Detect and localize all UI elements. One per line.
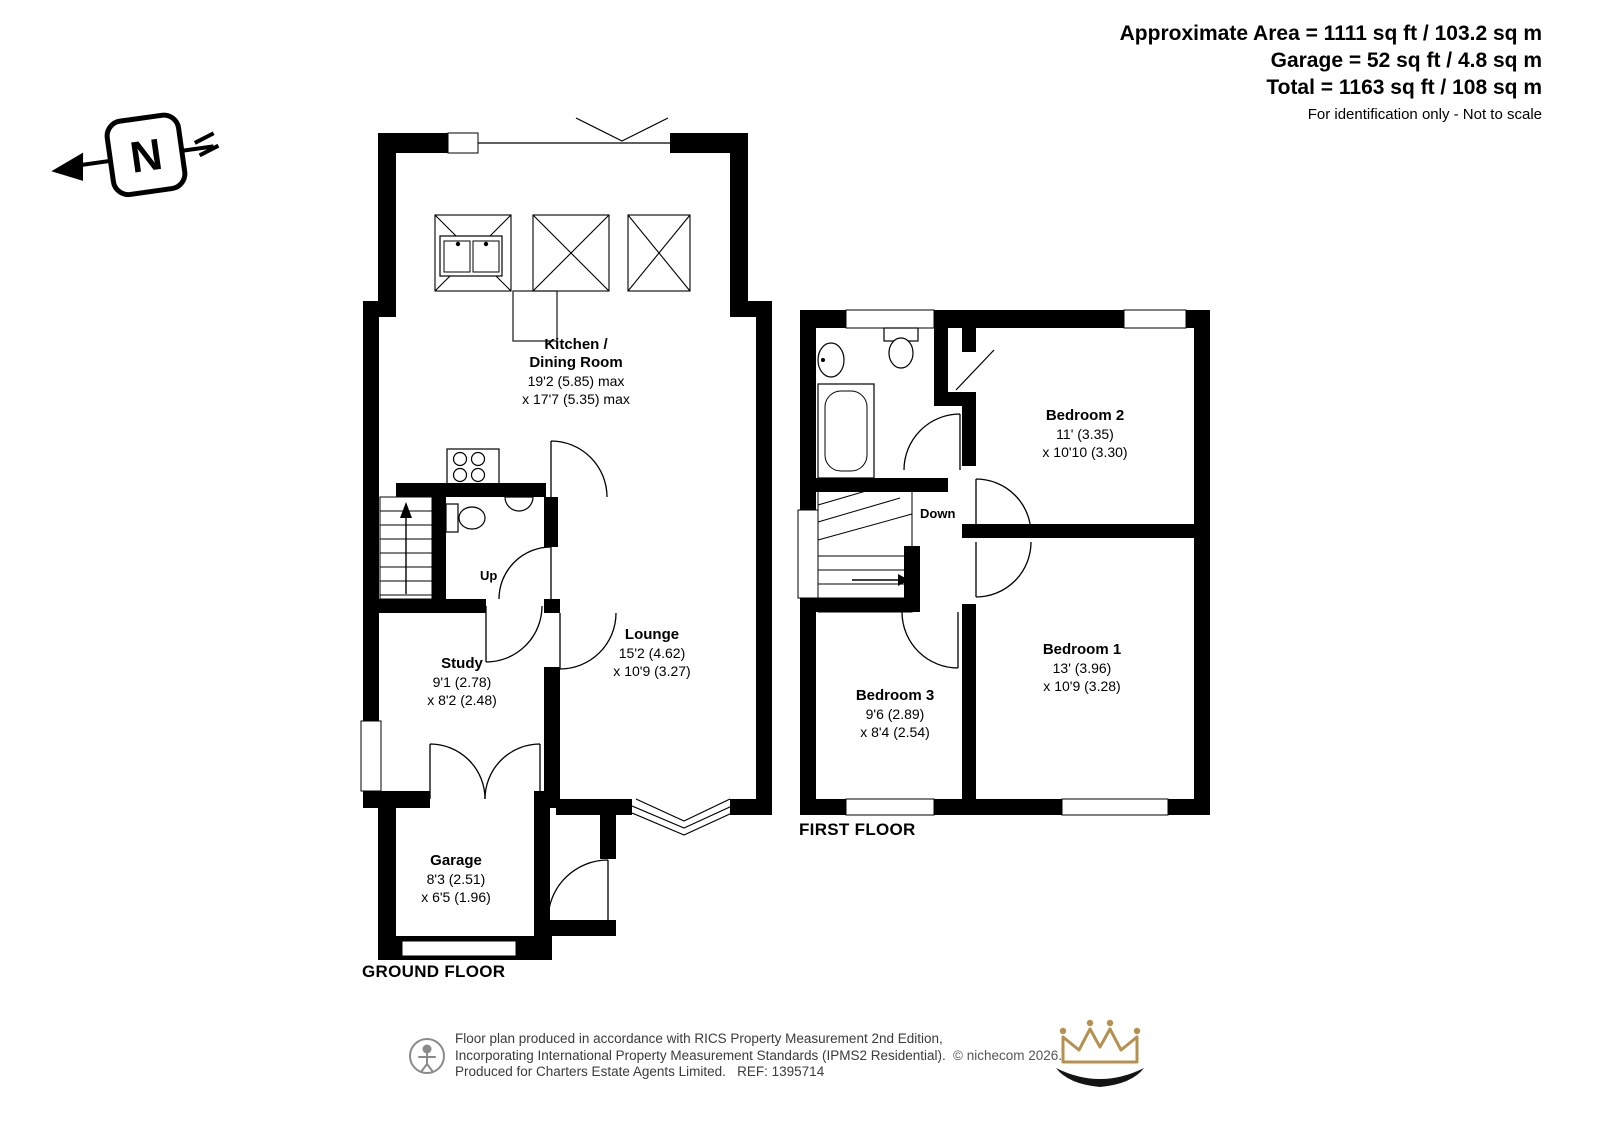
- ground-floor-walls: [363, 133, 772, 960]
- compass-north-letter: N: [127, 130, 165, 183]
- garage-door: [401, 940, 517, 957]
- lounge-dims-line2: x 10'9 (3.27): [613, 663, 691, 679]
- first-floor-plan: [797, 309, 1210, 816]
- nichecom-copyright: © nichecom 2026.: [953, 1048, 1063, 1063]
- bedroom2-dims-line1: 11' (3.35): [1056, 426, 1114, 442]
- study-name: Study: [441, 655, 483, 672]
- front-door: [547, 859, 609, 921]
- wc-fixtures: [445, 496, 534, 533]
- bedroom1-label: Bedroom 1 13' (3.96) x 10'9 (3.28): [1043, 641, 1121, 695]
- kitchen-bay-outline: [478, 117, 672, 144]
- study-dims-line1: 9'1 (2.78): [432, 674, 492, 690]
- bedroom1-window: [1061, 798, 1169, 816]
- stairs-up: [379, 496, 433, 600]
- bedroom1-name: Bedroom 1: [1042, 641, 1122, 658]
- bedroom3-door: [901, 611, 959, 669]
- garage-dims-line1: 8'3 (2.51): [426, 871, 486, 887]
- crown-outline: [1061, 1027, 1139, 1064]
- first-floor-title: FIRST FLOOR: [799, 820, 916, 839]
- person-icon: [409, 1038, 445, 1074]
- bathroom-door: [903, 413, 961, 471]
- garage-double-door-left: [429, 743, 486, 800]
- kitchen-label: Kitchen / Dining Room 19'2 (5.85) max x …: [522, 336, 630, 408]
- bedroom2-name: Bedroom 2: [1045, 407, 1125, 424]
- bedroom2-dims-line2: x 10'10 (3.30): [1042, 444, 1128, 460]
- kitchen-name-line2: Dining Room: [529, 354, 623, 371]
- bedroom3-dims-line2: x 8'4 (2.54): [860, 724, 930, 740]
- ground-floor-door-arcs: [429, 440, 617, 921]
- kitchen-door: [550, 440, 608, 498]
- crown-base: [1056, 1068, 1144, 1087]
- bathroom-fixtures: [817, 327, 919, 479]
- garage-dims-line2: x 6'5 (1.96): [421, 889, 491, 905]
- garage-label: Garage 8'3 (2.51) x 6'5 (1.96): [421, 852, 491, 906]
- wc-toilet-cistern: [445, 503, 459, 533]
- study-window: [360, 720, 382, 792]
- study-dims-line2: x 8'2 (2.48): [427, 692, 497, 708]
- kitchen-name-line1: Kitchen /: [544, 336, 608, 353]
- ground-floor-plan: [360, 117, 772, 960]
- crown-logo: [1056, 1019, 1144, 1087]
- wc-basin: [504, 496, 534, 512]
- stairs-down: [817, 489, 913, 613]
- bathroom-toilet-bowl: [888, 337, 914, 369]
- ground-floor-title: GROUND FLOOR: [362, 962, 506, 981]
- wc-toilet-bowl: [458, 506, 486, 530]
- garage-double-door-right: [484, 743, 541, 800]
- first-floor-windows: [797, 309, 1187, 816]
- bedroom1-dims-line2: x 10'9 (3.28): [1043, 678, 1121, 694]
- lounge-name: Lounge: [624, 626, 680, 643]
- garage-area-line: Garage = 52 sq ft / 4.8 sq m: [1270, 49, 1542, 72]
- kitchen-window: [447, 132, 479, 154]
- kitchen-hob: [446, 448, 500, 486]
- footer-line2: Incorporating International Property Mea…: [455, 1047, 946, 1063]
- kitchen-dims-line2: x 17'7 (5.35) max: [522, 391, 630, 407]
- stairs-down-label: Down: [920, 506, 956, 521]
- kitchen-dims-line1: 19'2 (5.85) max: [527, 373, 625, 389]
- compass-arrow-head: [51, 152, 84, 181]
- bedroom1-door: [975, 541, 1032, 598]
- first-floor-door-arcs: [901, 413, 1032, 669]
- lounge-bay-window: [631, 798, 733, 836]
- total-area-line: Total = 1163 sq ft / 108 sq m: [1266, 76, 1542, 99]
- bath-tub: [817, 383, 875, 479]
- cupboard-door-line: [955, 349, 995, 391]
- bedroom2-label: Bedroom 2 11' (3.35) x 10'10 (3.30): [1042, 407, 1127, 461]
- bedroom3-dims-line1: 9'6 (2.89): [865, 706, 925, 722]
- scale-disclaimer: For identification only - Not to scale: [1307, 106, 1542, 123]
- wc-door: [498, 546, 552, 600]
- compass-arrow-feather: [193, 131, 220, 158]
- compass-box: [104, 112, 188, 198]
- bedroom3-name: Bedroom 3: [855, 687, 935, 704]
- area-summary: Approximate Area = 1111 sq ft / 103.2 sq…: [1120, 20, 1542, 123]
- lounge-label: Lounge 15'2 (4.62) x 10'9 (3.27): [613, 626, 690, 680]
- study-door: [485, 605, 543, 663]
- bathroom-window: [845, 309, 935, 329]
- study-label: Study 9'1 (2.78) x 8'2 (2.48): [427, 655, 497, 709]
- bedroom3-window: [845, 798, 935, 816]
- bedroom2-door: [975, 478, 1032, 535]
- ground-floor-windows: [360, 132, 517, 957]
- footer-disclaimer: Floor plan produced in accordance with R…: [455, 1031, 946, 1081]
- bedroom1-dims-line1: 13' (3.96): [1052, 660, 1112, 676]
- footer-line1: Floor plan produced in accordance with R…: [455, 1031, 943, 1046]
- kitchen-sink: [439, 235, 503, 277]
- garage-name: Garage: [430, 852, 482, 869]
- bedroom2-window: [1123, 309, 1187, 329]
- bedroom3-label: Bedroom 3 9'6 (2.89) x 8'4 (2.54): [856, 687, 934, 741]
- north-compass-icon: N: [51, 112, 220, 198]
- kitchen-units: [434, 214, 691, 342]
- lounge-dims-line1: 15'2 (4.62): [618, 645, 686, 661]
- landing-window: [797, 509, 819, 599]
- approximate-area-line: Approximate Area = 1111 sq ft / 103.2 sq…: [1119, 22, 1542, 45]
- lounge-door: [559, 612, 617, 670]
- bathroom-basin: [817, 342, 845, 378]
- footer-line3: Produced for Charters Estate Agents Limi…: [455, 1064, 825, 1079]
- stairs-up-label: Up: [480, 568, 498, 583]
